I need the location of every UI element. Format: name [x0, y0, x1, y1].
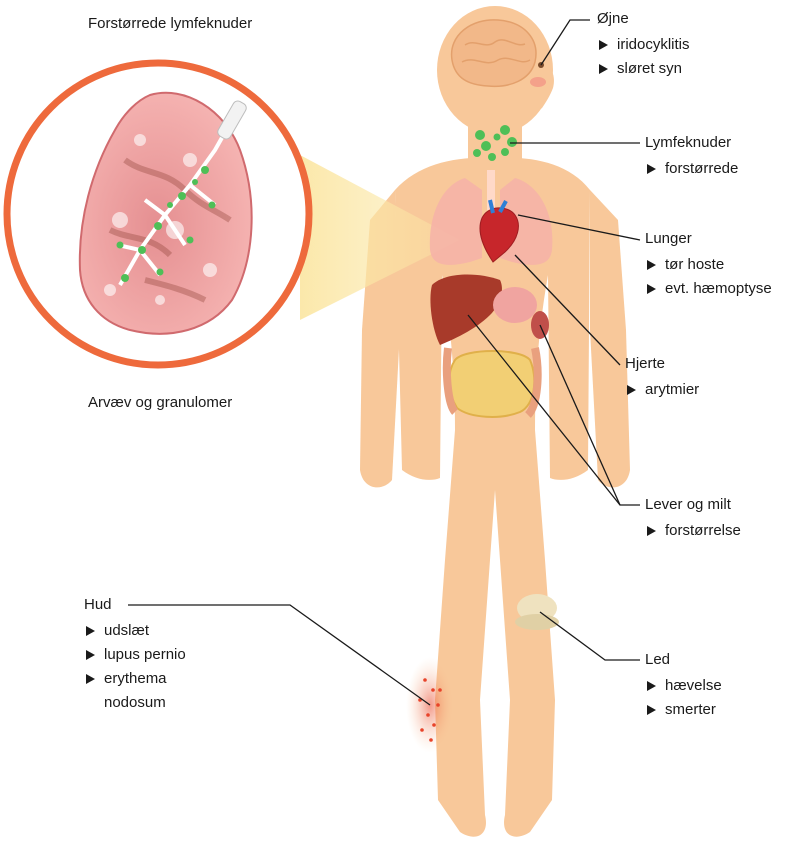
label-lungs-item: tør hoste: [645, 253, 772, 277]
body-silhouette: [360, 6, 630, 837]
label-liver-spleen: Lever og milt forstørrelse: [645, 495, 741, 543]
label-heart-title: Hjerte: [625, 354, 699, 374]
label-joint-item: hævelse: [645, 674, 722, 698]
label-lymph-nodes: Lymfeknuder forstørrede: [645, 133, 738, 181]
label-joint: Led hævelse smerter: [645, 650, 722, 722]
eye-redness: [530, 77, 546, 87]
label-lymph-nodes-item: forstørrede: [645, 157, 738, 181]
brain: [452, 20, 536, 86]
stomach: [493, 287, 537, 323]
label-eyes-title: Øjne: [597, 9, 690, 29]
label-liver-spleen-item: forstørrelse: [645, 519, 741, 543]
label-skin-title: Hud: [84, 595, 186, 615]
intestines: [449, 351, 534, 417]
inset-top-caption: Forstørrede lymfeknuder: [88, 14, 252, 34]
inset-bottom-caption: Arvæv og granulomer: [88, 393, 232, 413]
label-lungs-item: evt. hæmoptyse: [645, 277, 772, 301]
label-joint-title: Led: [645, 650, 722, 670]
label-joint-item: smerter: [645, 698, 722, 722]
label-lungs: Lunger tør hoste evt. hæmoptyse: [645, 229, 772, 301]
label-lungs-title: Lunger: [645, 229, 772, 249]
label-heart: Hjerte arytmier: [625, 354, 699, 402]
label-skin-item-continued: nodosum: [84, 691, 186, 715]
label-liver-spleen-title: Lever og milt: [645, 495, 741, 515]
label-eyes-item: iridocyklitis: [597, 33, 690, 57]
label-skin-item: lupus pernio: [84, 643, 186, 667]
label-eyes: Øjne iridocyklitis sløret syn: [597, 9, 690, 81]
label-skin: Hud udslæt lupus pernio erythema nodosum: [84, 595, 186, 715]
label-eyes-item: sløret syn: [597, 57, 690, 81]
label-lymph-nodes-title: Lymfeknuder: [645, 133, 738, 153]
knee-joint: [515, 594, 559, 630]
label-skin-item: erythema: [84, 667, 186, 691]
label-heart-item: arytmier: [625, 378, 699, 402]
label-skin-item: udslæt: [84, 619, 186, 643]
